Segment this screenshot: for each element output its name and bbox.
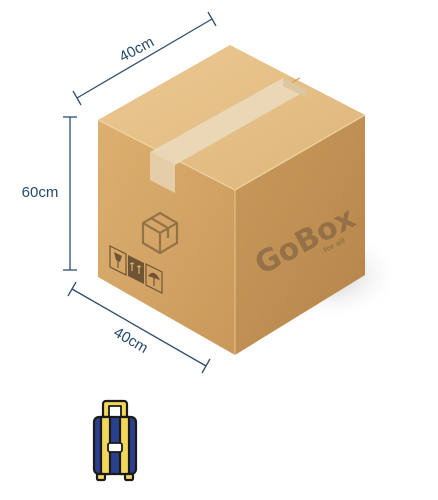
width-dimension-line xyxy=(76,18,213,99)
packing-tape-back xyxy=(283,78,307,98)
box-right-face xyxy=(235,115,365,355)
cube-logo-icon xyxy=(141,211,179,255)
packing-tape-front xyxy=(150,152,175,193)
packing-tape-top xyxy=(150,78,307,165)
this-way-up-icon xyxy=(128,255,144,284)
fragile-glass-icon xyxy=(109,245,127,276)
width-dimension xyxy=(72,11,217,106)
width-label: 40cm xyxy=(117,33,157,65)
handling-icons xyxy=(109,245,163,294)
depth-dimension-tick-left xyxy=(67,281,77,297)
height-dimension xyxy=(63,116,77,271)
depth-dimension-line xyxy=(71,288,207,367)
suitcase-icon xyxy=(92,399,138,482)
height-label: 60cm xyxy=(22,184,59,201)
box-front-face xyxy=(98,120,235,355)
width-dimension-tick-left xyxy=(72,90,82,106)
depth-dimension-tick-right xyxy=(201,358,211,374)
cardboard-box: GoBox for all xyxy=(97,45,366,355)
width-dimension-tick-right xyxy=(207,11,217,27)
umbrella-keep-dry-icon xyxy=(145,263,163,294)
depth-label: 40cm xyxy=(111,324,151,357)
depth-dimension xyxy=(67,281,211,374)
